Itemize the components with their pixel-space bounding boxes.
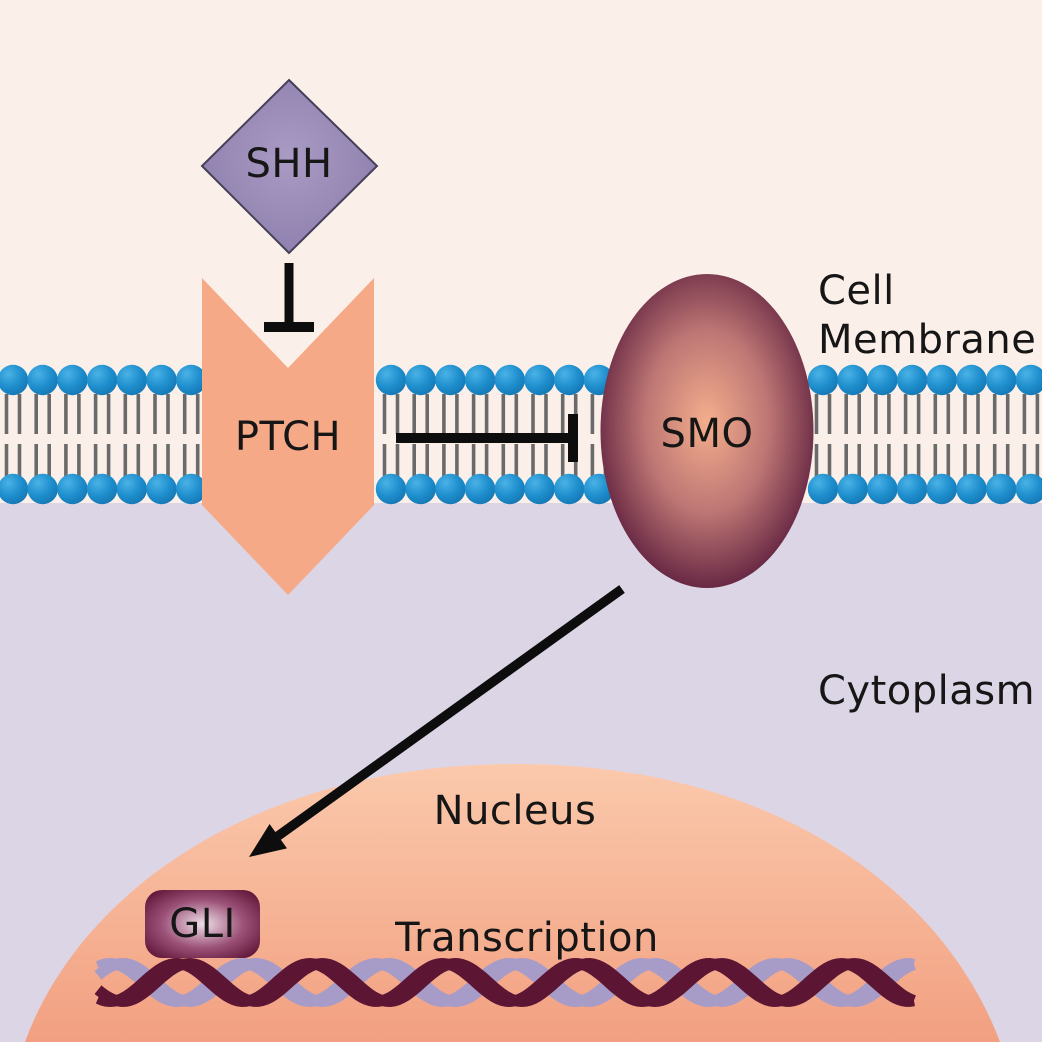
lipid-head [435, 364, 466, 396]
gli-label: GLI [169, 901, 236, 947]
smo-to-gli-arrow [249, 585, 625, 857]
lipid-head [926, 473, 957, 505]
lipid-head [494, 473, 525, 505]
lipid-head [375, 473, 407, 505]
cell-membrane-bilayer [0, 364, 1042, 505]
ptch-receptor [202, 278, 374, 595]
transcription-label: Transcription [395, 915, 659, 961]
lipid-head [116, 473, 147, 505]
lipid-head [464, 473, 496, 505]
lipid-head [986, 473, 1017, 505]
inhibition-bar-shh-ptch [264, 263, 314, 332]
lipid-head [524, 364, 555, 396]
cell-membrane-label-line2: Membrane [818, 317, 1037, 363]
lipid-head [807, 473, 839, 505]
lipid-head [86, 473, 118, 505]
lipid-head [837, 473, 868, 505]
lipid-head [146, 473, 177, 505]
lipid-head [405, 473, 436, 505]
lipid-head [146, 364, 177, 396]
cell-membrane-label: Cell Membrane [818, 267, 1036, 365]
shh-label: SHH [245, 141, 333, 187]
dna-helix [94, 957, 916, 1008]
lipid-head [956, 473, 987, 505]
cell-membrane-label-line1: Cell [818, 268, 895, 314]
dna-strand [94, 957, 916, 1008]
lipid-head [867, 473, 898, 505]
lipid-head [116, 364, 147, 396]
lipid-head [1015, 364, 1042, 396]
lipid-head [464, 364, 496, 396]
lipid-head [57, 473, 88, 505]
lipid-head [0, 473, 29, 505]
lipid-head [494, 364, 525, 396]
extracellular-region [0, 0, 1042, 503]
lipid-head [375, 364, 407, 396]
ptch-label: PTCH [234, 414, 342, 460]
smo-label: SMO [660, 411, 754, 457]
nucleus-label: Nucleus [433, 788, 597, 834]
lipid-head [27, 364, 58, 396]
lipid-head [176, 473, 207, 505]
lipid-head [867, 364, 898, 396]
lipid-head [926, 364, 957, 396]
lipid-head [524, 473, 555, 505]
lipid-head [896, 473, 928, 505]
lipid-head [554, 473, 585, 505]
lipid-head [1015, 473, 1042, 505]
lipid-head [27, 473, 58, 505]
gli-transcription-factor: GLI [145, 890, 260, 958]
cytoplasm-label: Cytoplasm [818, 668, 1036, 714]
lipid-head [554, 364, 585, 396]
lipid-head [0, 364, 29, 396]
smo-protein [600, 274, 814, 588]
lipid-head [807, 364, 839, 396]
shh-ligand-diamond [200, 78, 379, 255]
lipid-head [57, 364, 88, 396]
lipid-head [405, 364, 436, 396]
arrowhead-icon [249, 824, 287, 857]
lipid-head [896, 364, 928, 396]
lipid-head [176, 364, 207, 396]
lipid-head [837, 364, 868, 396]
lipid-head [986, 364, 1017, 396]
inhibition-bar-ptch-smo [396, 414, 578, 462]
lipid-head [435, 473, 466, 505]
lipid-head [956, 364, 987, 396]
dna-strand [94, 957, 916, 1008]
lipid-head [86, 364, 118, 396]
